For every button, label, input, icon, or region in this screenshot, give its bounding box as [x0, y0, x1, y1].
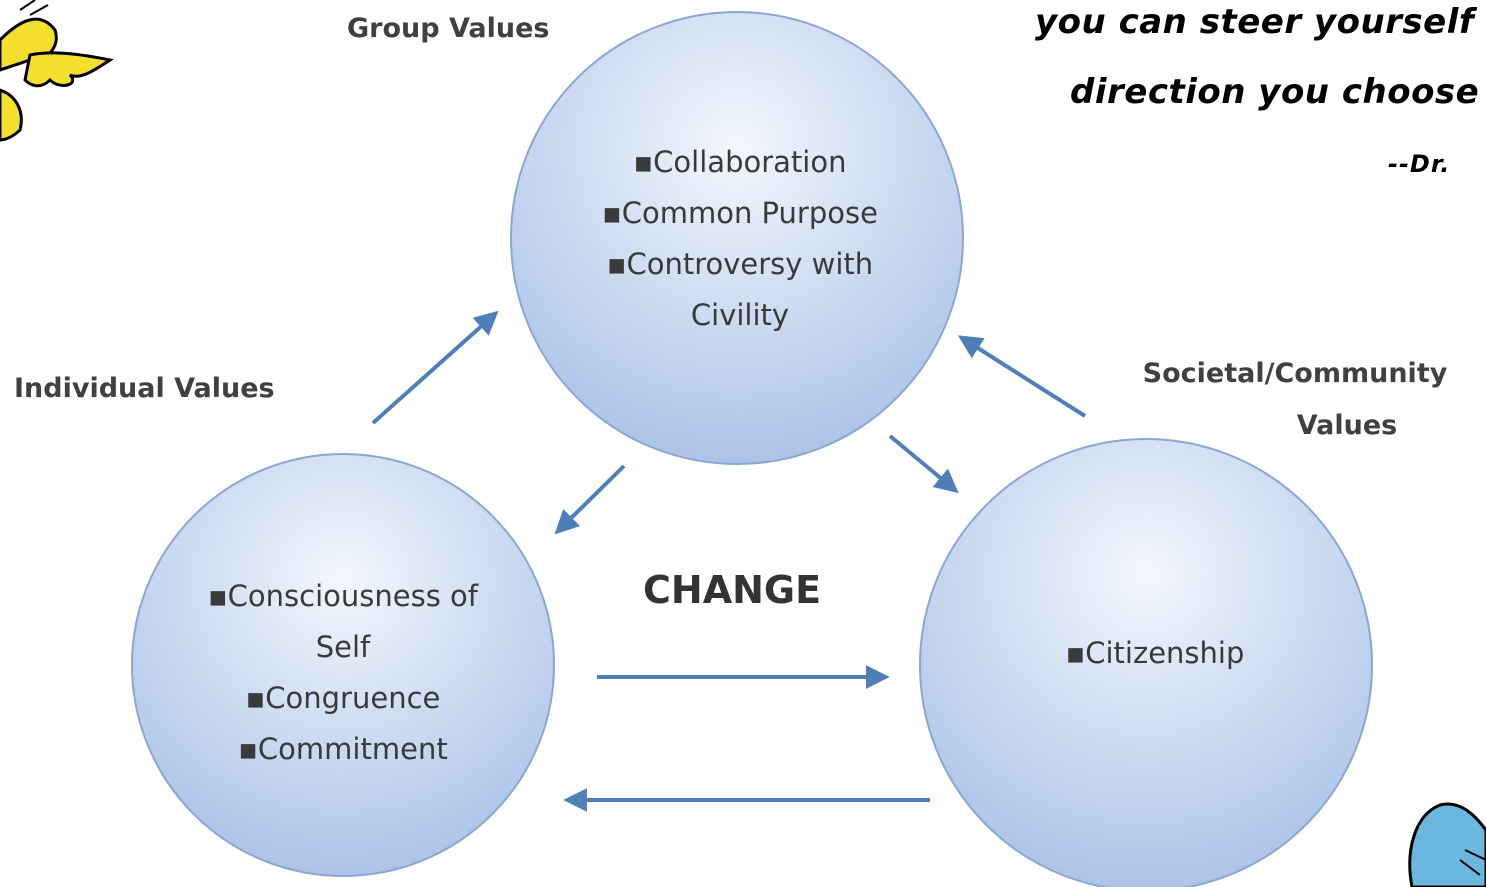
societal-value-item: ▪Citizenship — [1065, 635, 1245, 670]
quote-line2: direction you choose — [1070, 72, 1480, 112]
societal-values-label-line1: Societal/Community — [1142, 358, 1448, 389]
group-values-list: ▪Collaboration ▪Common Purpose ▪Controve… — [560, 136, 920, 341]
individual-value-item: Self — [315, 629, 371, 664]
group-values-circle — [510, 11, 964, 465]
societal-values-label-line2: Values — [1296, 410, 1398, 441]
individual-value-item: ▪Consciousness of — [208, 578, 478, 613]
societal-values-label: Societal/Community Values — [1110, 356, 1480, 460]
societal-values-circle — [919, 438, 1373, 887]
group-value-item: Civility — [690, 297, 790, 332]
quote-attribution: --Dr. — [1388, 150, 1451, 178]
arrow-group-to-societal — [888, 434, 959, 494]
individual-values-label: Individual Values — [14, 373, 275, 404]
blue-character-icon — [1408, 802, 1486, 887]
group-value-item: ▪Common Purpose — [602, 195, 878, 230]
individual-value-item: ▪Commitment — [238, 731, 448, 766]
change-label: CHANGE — [643, 568, 822, 612]
group-value-item: ▪Collaboration — [633, 144, 847, 179]
arrow-individual-to-group — [371, 310, 499, 425]
group-value-item: ▪Controversy with — [606, 246, 874, 281]
arrow-societal-to-group — [957, 335, 1087, 418]
individual-value-item: ▪Congruence — [245, 680, 441, 715]
arrow-group-to-individual — [554, 464, 626, 535]
quote-line1: you can steer yourself — [1035, 2, 1475, 42]
societal-values-list: ▪Citizenship — [1000, 625, 1310, 681]
individual-values-circle — [131, 453, 555, 877]
group-values-label: Group Values — [347, 13, 550, 44]
individual-values-list: ▪Consciousness of Self ▪Congruence ▪Comm… — [163, 570, 523, 775]
yellow-character-icon — [0, 0, 114, 142]
